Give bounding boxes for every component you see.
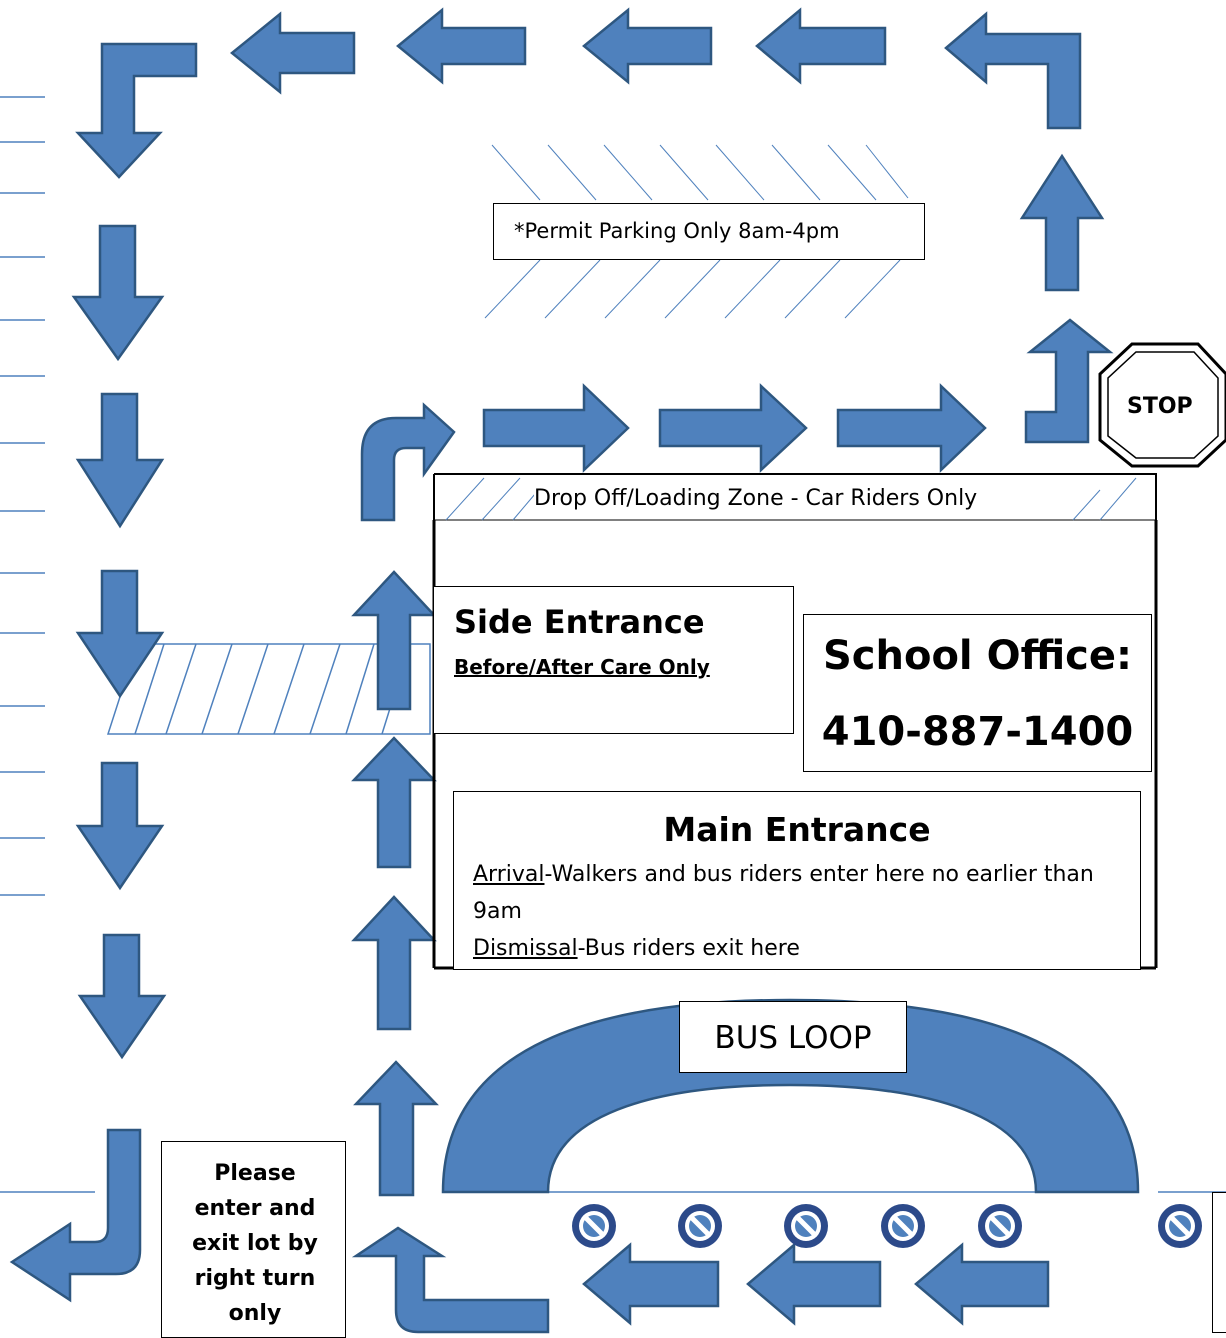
arrow-down-icon xyxy=(75,569,165,699)
arrow-down-icon xyxy=(77,933,167,1060)
arrow-turn-down-icon xyxy=(75,42,198,179)
arrow-turn-right-icon xyxy=(360,402,456,522)
arrow-turn-left-icon xyxy=(9,1128,142,1303)
arrow-up-icon xyxy=(351,736,437,869)
side-entrance-title: Side Entrance xyxy=(454,603,705,641)
dropoff-hatching xyxy=(445,477,1137,521)
arrival-text: -Walkers and bus riders enter here no ea… xyxy=(473,862,1094,924)
school-office-box: School Office: 410-887-1400 xyxy=(803,614,1152,772)
arrival-label: Arrival xyxy=(473,862,545,887)
arrow-up-icon xyxy=(351,895,437,1031)
arrow-up-icon xyxy=(353,1060,439,1197)
right-turn-note: Please enter and exit lot by right turn … xyxy=(192,1161,318,1326)
permit-parking-label: *Permit Parking Only 8am-4pm xyxy=(514,219,840,243)
arrow-turn-up-icon xyxy=(351,1226,550,1334)
arrow-right-icon xyxy=(482,383,630,473)
arrow-up-icon xyxy=(1019,153,1105,292)
permit-parking-hatching xyxy=(484,144,909,319)
dismissal-label: Dismissal xyxy=(473,936,578,961)
right-turn-note-box: Please enter and exit lot by right turn … xyxy=(161,1141,346,1338)
office-label: School Office: xyxy=(822,633,1133,679)
arrow-down-icon xyxy=(71,224,165,362)
arrow-left-icon xyxy=(746,1242,882,1326)
arrow-down-icon xyxy=(75,761,165,891)
office-phone: 410-887-1400 xyxy=(821,709,1134,755)
main-entrance-dismissal: Dismissal-Bus riders exit here xyxy=(473,930,800,967)
stop-sign-icon xyxy=(1098,342,1226,468)
arrow-turn-up-icon xyxy=(1024,318,1114,444)
arrow-left-icon xyxy=(914,1242,1050,1326)
arrow-turn-left-icon xyxy=(944,11,1082,130)
stop-sign-label: STOP xyxy=(1127,394,1193,419)
crosswalk xyxy=(106,643,431,735)
offscreen-sign-box xyxy=(1212,1192,1226,1333)
main-entrance-title: Main Entrance xyxy=(663,810,931,849)
bus-loop-label: BUS LOOP xyxy=(714,1020,872,1056)
bus-loop-arc xyxy=(441,998,1140,1194)
arrow-right-icon xyxy=(658,383,808,473)
dismissal-text: -Bus riders exit here xyxy=(577,936,800,961)
main-entrance-box: Main Entrance Arrival-Walkers and bus ri… xyxy=(453,791,1141,970)
arrow-right-icon xyxy=(836,383,987,473)
arrow-left-icon xyxy=(755,7,887,85)
permit-parking-box: *Permit Parking Only 8am-4pm xyxy=(493,203,925,260)
dropoff-zone-label: Drop Off/Loading Zone - Car Riders Only xyxy=(534,486,978,511)
bus-loop-label-box: BUS LOOP xyxy=(679,1001,907,1073)
main-entrance-arrival: Arrival-Walkers and bus riders enter her… xyxy=(473,856,1113,930)
side-entrance-subtitle: Before/After Care Only xyxy=(454,655,710,679)
parking-stall-lines xyxy=(0,96,45,896)
side-entrance-box: Side Entrance Before/After Care Only xyxy=(433,586,794,734)
arrow-left-icon xyxy=(230,11,356,95)
arrow-down-icon xyxy=(75,392,165,529)
no-entry-icons xyxy=(572,1204,1202,1248)
arrow-left-icon xyxy=(396,7,527,85)
arrow-up-icon xyxy=(351,570,437,711)
arrow-left-icon xyxy=(582,7,713,85)
arrow-left-icon xyxy=(582,1242,720,1326)
